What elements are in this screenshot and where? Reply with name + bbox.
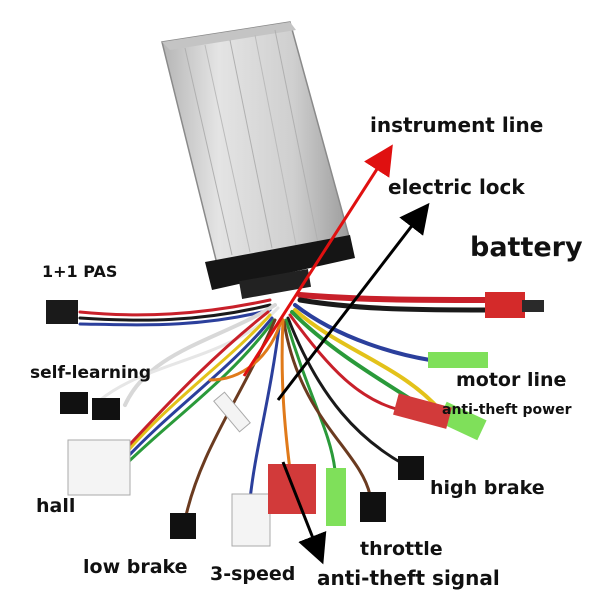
label-three-speed: 3-speed (210, 563, 296, 585)
hall-connector (67, 439, 131, 496)
label-instrument-line: instrument line (370, 113, 544, 137)
connectors (46, 292, 544, 547)
label-pas: 1+1 PAS (42, 262, 118, 281)
battery-connector (485, 292, 525, 318)
label-hall: hall (36, 495, 76, 517)
self-learning-connector (60, 392, 88, 414)
label-low-brake: low brake (83, 556, 188, 578)
label-throttle: throttle (360, 538, 443, 560)
throttle-connector (326, 468, 346, 526)
motor-line-connector (428, 352, 488, 368)
label-high-brake: high brake (430, 477, 545, 499)
wire-bundle (78, 292, 503, 522)
three-speed-connector (231, 493, 271, 547)
label-anti-theft-signal: anti-theft signal (317, 566, 500, 590)
anti-theft-signal-connector (268, 464, 316, 514)
anti-theft-power-connector (393, 393, 452, 429)
label-self-learning: self-learning (30, 363, 152, 383)
instrument-line-arrow (242, 144, 393, 377)
controller-housing (161, 21, 355, 299)
label-motor-line: motor line (456, 369, 567, 391)
label-anti-theft-power: anti-theft power (442, 402, 572, 418)
pas-connector (46, 300, 78, 324)
anti-theft-signal-arrow (281, 461, 327, 565)
label-electric-lock: electric lock (388, 175, 525, 199)
high-brake-connector (398, 456, 424, 480)
label-battery: battery (470, 232, 583, 263)
low-brake-connector (170, 513, 196, 539)
electric-lock-arrow (276, 202, 430, 401)
